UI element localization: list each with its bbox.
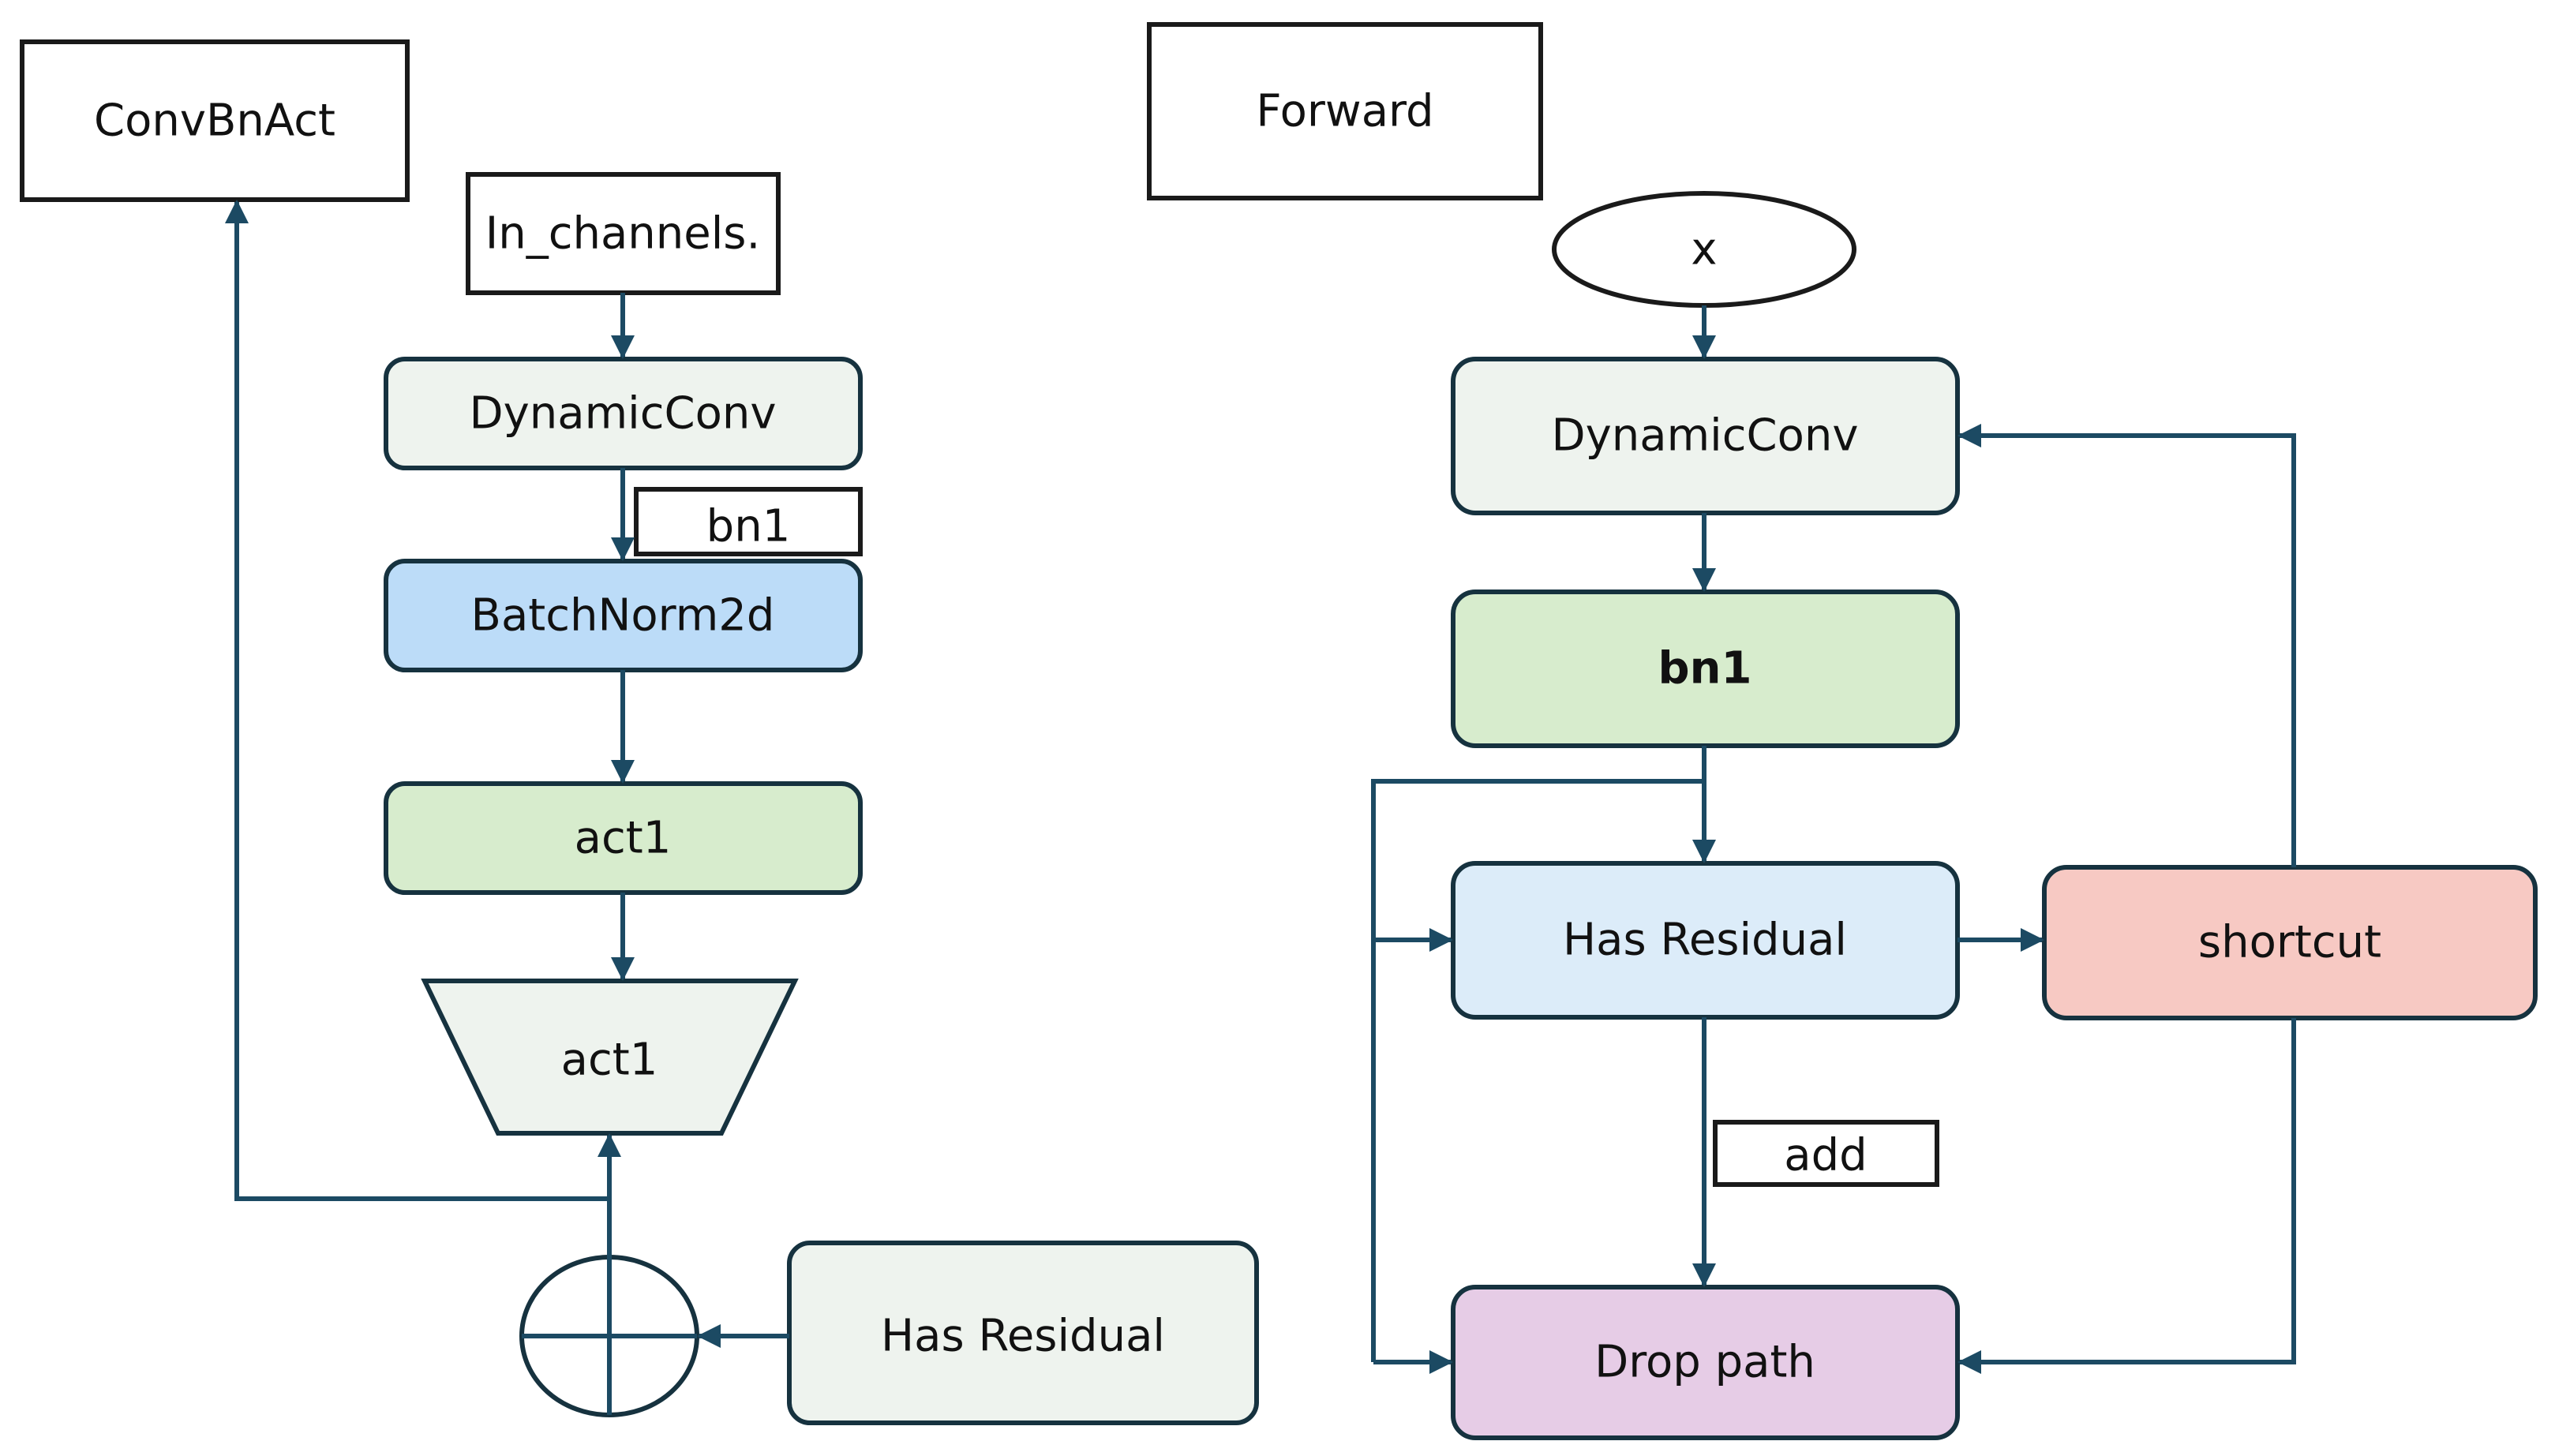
left-batchnorm-label: BatchNorm2d <box>471 590 775 642</box>
right-has-residual-label: Has Residual <box>1563 915 1847 966</box>
right-add-tag-label: add <box>1784 1130 1867 1181</box>
right-drop-path-label: Drop path <box>1594 1337 1815 1388</box>
right-title-label: Forward <box>1256 86 1433 137</box>
right-arrow-shortcut-to-drop-path <box>1957 1018 2296 1374</box>
left-diagram: ConvBnAct In_channels. DynamicConv Batch… <box>20 39 1259 1425</box>
right-title-box <box>1147 22 1543 200</box>
left-title-box <box>20 39 410 202</box>
left-bn-tag-label: bn1 <box>706 501 791 552</box>
right-diagram: Forward x DynamicConv bn1 Has Residual s… <box>1147 22 2538 1440</box>
right-bypass-from-bn1 <box>1371 779 1704 1362</box>
right-shortcut-node <box>2042 865 2538 1020</box>
left-has-residual-node <box>787 1241 1259 1425</box>
left-arrow-output-to-title <box>225 200 609 1201</box>
left-act-trapezoid-label: act1 <box>561 1035 658 1086</box>
left-act-label: act1 <box>575 813 672 864</box>
left-title-label: ConvBnAct <box>94 95 335 147</box>
right-add-tag-box <box>1713 1120 1939 1187</box>
circle-plus-icon <box>519 1255 699 1417</box>
left-act-trapezoid-node <box>421 979 799 1136</box>
right-dynamic-conv-label: DynamicConv <box>1552 410 1859 462</box>
left-bn-tag-box <box>634 487 863 556</box>
left-dynamic-conv-label: DynamicConv <box>470 388 777 440</box>
right-input-label: x <box>1691 224 1717 275</box>
right-shortcut-label: shortcut <box>2198 917 2381 968</box>
left-input-box <box>466 172 781 295</box>
right-arrow-shortcut-to-dynamic-conv <box>1957 424 2296 867</box>
right-bn1-label: bn1 <box>1658 643 1752 694</box>
left-input-label: In_channels. <box>485 208 761 260</box>
left-has-residual-label: Has Residual <box>881 1311 1165 1362</box>
